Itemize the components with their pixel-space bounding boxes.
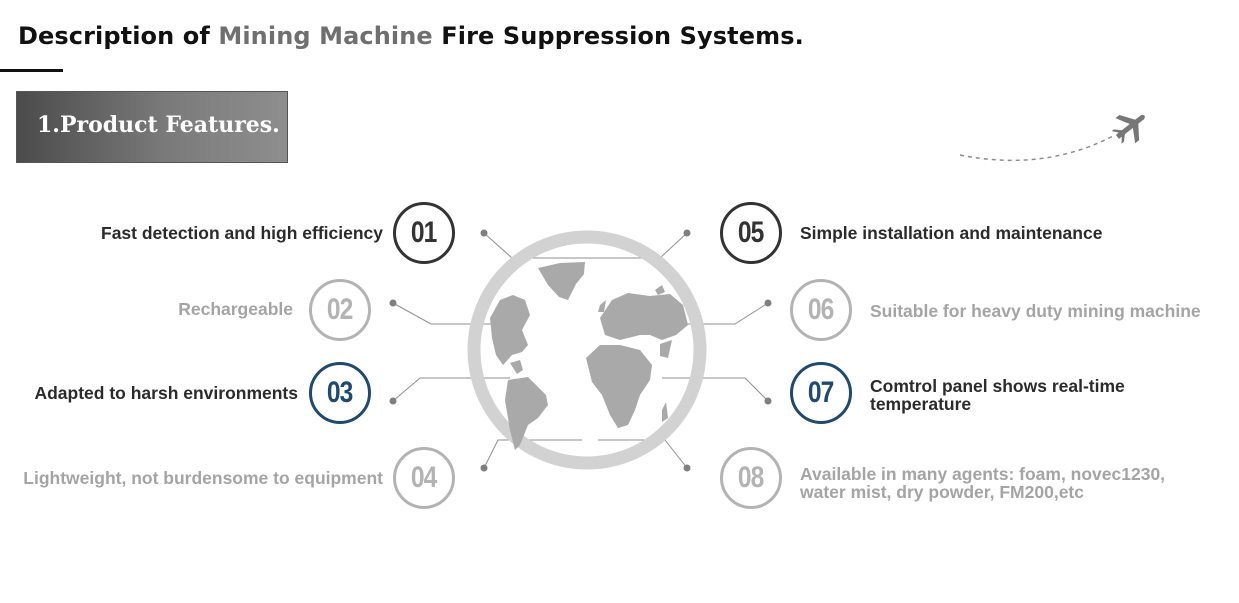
title-prefix: Description of (18, 22, 219, 50)
feature-07-text: Comtrol panel shows real-time temperatur… (870, 376, 1125, 414)
feature-02-badge: 02 (309, 279, 371, 341)
feature-05-number: 05 (738, 216, 765, 249)
feature-03-number: 03 (327, 376, 354, 409)
feature-02-text: Rechargeable (178, 299, 293, 319)
feature-08-text: Available in many agents: foam, novec123… (800, 464, 1166, 502)
feature-07-badge: 07 (790, 362, 852, 424)
airplane-icon (959, 114, 1145, 162)
title-accent: Mining Machine (218, 22, 433, 50)
feature-07-number: 07 (808, 376, 835, 409)
feature-08-number: 08 (738, 461, 765, 494)
feature-01-number: 01 (411, 216, 438, 249)
feature-04-badge: 04 (393, 447, 455, 509)
section-heading-box: 1.Product Features. (16, 91, 288, 163)
feature-01-badge: 01 (393, 202, 455, 264)
title-underline (0, 69, 63, 72)
feature-05-badge: 05 (720, 202, 782, 264)
feature-08-badge: 08 (720, 447, 782, 509)
feature-01-text: Fast detection and high efficiency (101, 223, 383, 243)
feature-06-text: Suitable for heavy duty mining machine (870, 301, 1201, 321)
feature-06-badge: 06 (790, 279, 852, 341)
feature-05-text: Simple installation and maintenance (800, 223, 1103, 243)
globe-icon (467, 230, 707, 470)
page-title: Description of Mining Machine Fire Suppr… (18, 22, 804, 50)
feature-03-text: Adapted to harsh environments (34, 383, 298, 403)
title-suffix: Fire Suppression Systems. (432, 22, 804, 50)
feature-06-number: 06 (808, 293, 835, 326)
section-title: 1.Product Features. (37, 112, 280, 138)
feature-04-number: 04 (411, 461, 438, 494)
feature-04-text: Lightweight, not burdensome to equipment (23, 468, 383, 488)
feature-02-number: 02 (327, 293, 354, 326)
feature-03-badge: 03 (309, 362, 371, 424)
